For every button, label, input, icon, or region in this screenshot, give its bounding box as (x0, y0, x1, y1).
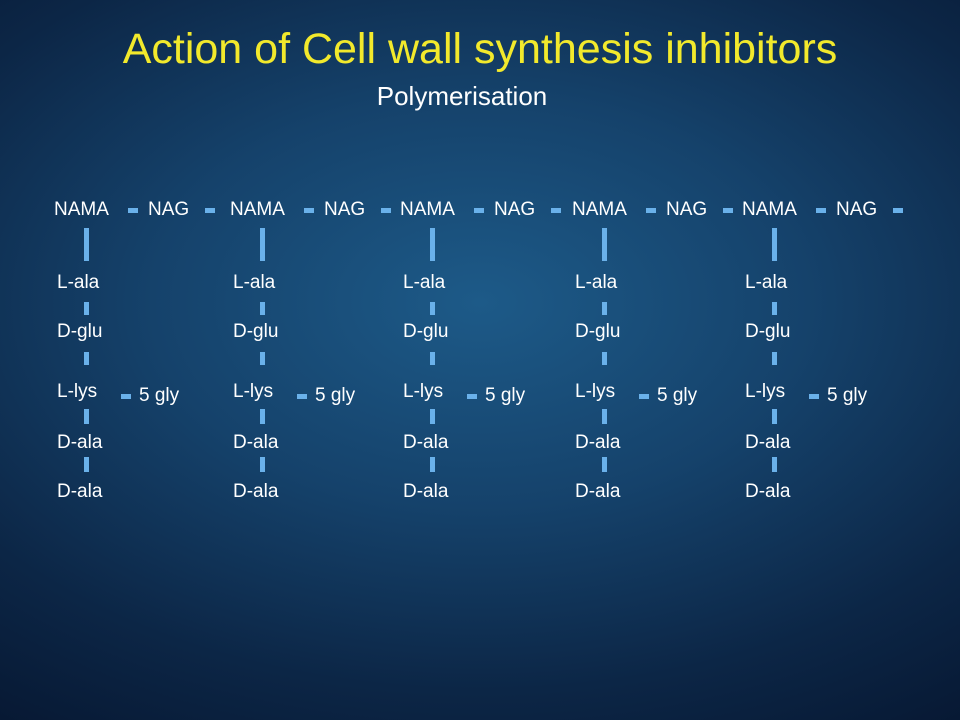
peptide-bond (602, 352, 607, 365)
peptide-bond (84, 457, 89, 472)
pentaglycine-bridge-label: 5 gly (485, 385, 526, 406)
amino-acid-label: L-lys (745, 381, 786, 402)
peptide-bond (430, 302, 435, 315)
bridge-bond (297, 394, 307, 399)
peptide-bond (602, 409, 607, 424)
amino-acid-label: D-ala (57, 432, 103, 453)
peptide-bond (772, 352, 777, 365)
sugar-peptide-bond (260, 228, 265, 261)
nama-label: NAMA (230, 199, 285, 220)
glycosidic-bond (205, 208, 215, 213)
amino-acid-label: D-ala (233, 481, 279, 502)
peptide-bond (260, 302, 265, 315)
amino-acid-label: D-ala (575, 481, 621, 502)
sugar-peptide-bond (430, 228, 435, 261)
amino-acid-label: L-lys (233, 381, 274, 402)
amino-acid-label: L-ala (233, 272, 276, 293)
amino-acid-label: D-ala (745, 432, 791, 453)
peptide-bond (260, 352, 265, 365)
pentaglycine-bridge-label: 5 gly (139, 385, 180, 406)
sugar-peptide-bond (602, 228, 607, 261)
peptide-bond (84, 352, 89, 365)
glycosidic-bond (304, 208, 314, 213)
peptide-bond (260, 457, 265, 472)
nama-label: NAMA (54, 199, 109, 220)
glycosidic-bond (381, 208, 391, 213)
amino-acid-label: L-ala (403, 272, 446, 293)
amino-acid-label: D-ala (575, 432, 621, 453)
glycosidic-bond (893, 208, 903, 213)
bridge-bond (121, 394, 131, 399)
glycosidic-bond (723, 208, 733, 213)
pentaglycine-bridge-label: 5 gly (827, 385, 868, 406)
amino-acid-label: D-glu (745, 321, 791, 342)
amino-acid-label: D-glu (233, 321, 279, 342)
pentaglycine-bridge-label: 5 gly (657, 385, 698, 406)
sugar-peptide-bond (772, 228, 777, 261)
amino-acid-label: D-glu (403, 321, 449, 342)
peptide-bond (430, 409, 435, 424)
peptide-bond (430, 352, 435, 365)
amino-acid-label: L-lys (57, 381, 98, 402)
peptide-bond (772, 457, 777, 472)
glycosidic-bond (551, 208, 561, 213)
nag-label: NAG (324, 199, 366, 220)
nama-label: NAMA (572, 199, 627, 220)
amino-acid-label: L-lys (575, 381, 616, 402)
amino-acid-label: L-ala (575, 272, 618, 293)
nag-label: NAG (494, 199, 536, 220)
glycosidic-bond (474, 208, 484, 213)
nag-label: NAG (836, 199, 878, 220)
glycosidic-bond (646, 208, 656, 213)
bridge-bond (639, 394, 649, 399)
sugar-peptide-bond (84, 228, 89, 261)
peptide-bond (260, 409, 265, 424)
amino-acid-label: L-lys (403, 381, 444, 402)
amino-acid-label: D-ala (403, 432, 449, 453)
peptide-bond (84, 302, 89, 315)
peptide-bond (602, 302, 607, 315)
slide-title: Action of Cell wall synthesis inhibitors (122, 25, 838, 73)
nag-label: NAG (148, 199, 190, 220)
peptide-bond (84, 409, 89, 424)
nama-label: NAMA (742, 199, 797, 220)
bridge-bond (467, 394, 477, 399)
nag-label: NAG (666, 199, 708, 220)
glycosidic-bond (816, 208, 826, 213)
bridge-bond (809, 394, 819, 399)
amino-acid-label: L-ala (745, 272, 788, 293)
amino-acid-label: L-ala (57, 272, 100, 293)
amino-acid-label: D-ala (745, 481, 791, 502)
amino-acid-label: D-glu (575, 321, 621, 342)
peptide-bond (430, 457, 435, 472)
peptide-bond (772, 302, 777, 315)
peptide-bond (602, 457, 607, 472)
amino-acid-label: D-ala (57, 481, 103, 502)
amino-acid-label: D-ala (403, 481, 449, 502)
pentaglycine-bridge-label: 5 gly (315, 385, 356, 406)
amino-acid-label: D-glu (57, 321, 103, 342)
slide-subtitle: Polymerisation (376, 81, 548, 111)
peptide-bond (772, 409, 777, 424)
amino-acid-label: D-ala (233, 432, 279, 453)
nama-label: NAMA (400, 199, 455, 220)
glycosidic-bond (128, 208, 138, 213)
